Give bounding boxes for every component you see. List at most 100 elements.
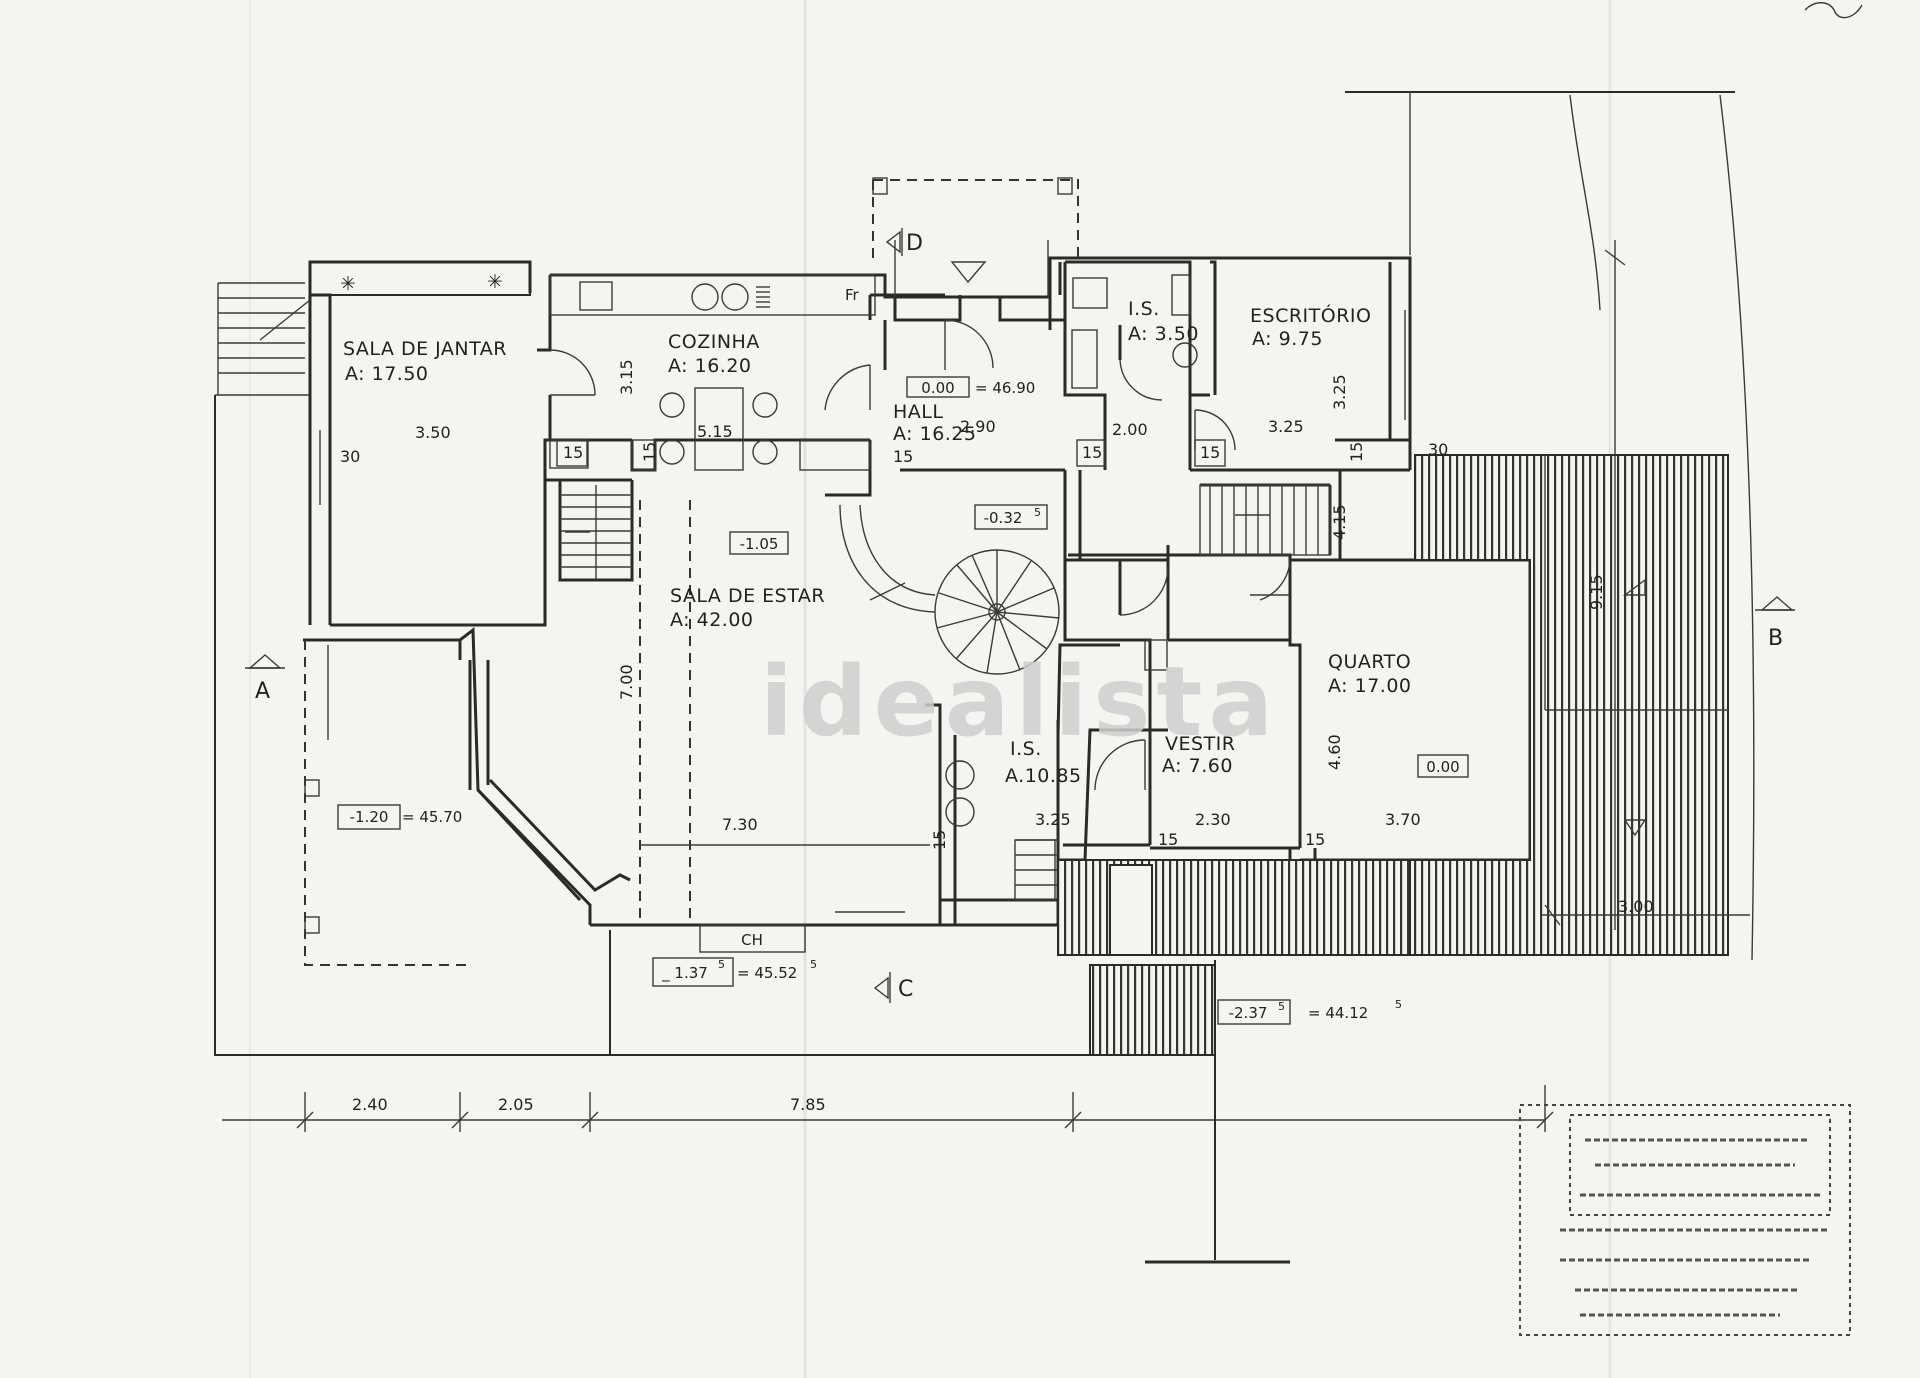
dim-esc-h: 3.25 [1330,374,1349,410]
fridge-label: Fr [845,286,860,304]
room-name-quarto: QUARTO [1328,651,1411,673]
staircase-escritorio [1199,484,1331,556]
room-area-is-top: A: 3.50 [1128,323,1199,345]
dim-415: 4.15 [1330,504,1349,540]
dim-estar-h: 7.00 [617,664,636,700]
dim-estar-w: 7.30 [722,815,758,834]
dim-right-w: 3.00 [1618,897,1654,916]
level-hall-abs: = 46.90 [975,379,1035,397]
bathtub-icon [1071,329,1098,389]
approval-stamp [1519,1104,1851,1336]
level-lower: -2.37 [1229,1004,1268,1022]
dim-esc-30: 30 [1428,440,1448,459]
dim-vestir-w: 2.30 [1195,810,1231,829]
room-name-is-top: I.S. [1128,298,1160,320]
level-entry-abs: = 45.52 [737,964,797,982]
chair-icon [752,439,778,465]
kitchen-fittings [549,274,876,471]
dim-15: 15 [1305,830,1325,849]
entrance-canopy [872,177,1079,297]
interior-dimensions: 3.50 30 3.15 5.15 2.90 2.00 3.25 3.25 30… [340,359,1654,916]
dim-15: 15 [1082,443,1102,462]
level-terrace-abs: = 45.70 [402,808,462,826]
room-name-escritorio: ESCRITÓRIO [1250,303,1371,327]
section-markers: A B C D [245,228,1795,1003]
plant-icon: ✳ [340,273,356,295]
balcony: ✳ ✳ [215,261,531,396]
level-entry-abs-sup: 5 [810,958,817,971]
room-name-cozinha: COZINHA [668,331,760,353]
hatched-deck [1057,454,1729,1056]
washbasin-icon [945,760,975,790]
section-a-arrow-icon [248,654,282,669]
dim-15: 15 [930,830,949,850]
watermark: idealista [760,646,1279,758]
section-d-arrow-icon [885,230,901,254]
dim-hall-w: 2.90 [960,417,996,436]
room-name-sala-jantar: SALA DE JANTAR [343,338,507,360]
level-estar: -1.05 [740,535,779,553]
level-entry: _ 1.37 [661,964,708,983]
bottom-dimension: 2.40 2.05 7.85 [222,1055,1554,1264]
dim-isb-w: 3.25 [1035,810,1071,829]
dim-table-w: 5.15 [697,422,733,441]
dining-table [694,387,744,471]
corner-scribble [1804,2,1863,19]
level-lower-abs: = 44.12 [1308,1004,1368,1022]
steps-entry-bottom [1015,839,1058,886]
fireplace: CH [699,924,806,953]
dim-15: 15 [1158,830,1178,849]
dim-bottom-1: 2.40 [352,1095,388,1114]
room-labels: SALA DE JANTAR A: 17.50 COZINHA A: 16.20… [343,286,1412,787]
level-lower-sup: 5 [1278,1000,1285,1013]
room-area-cozinha: A: 16.20 [668,355,752,377]
dim-15: 15 [563,443,583,462]
doors [549,319,1291,791]
dim-jantar-30: 30 [340,447,360,466]
wall-thickness-boxes [556,439,1226,471]
room-area-escritorio: A: 9.75 [1252,328,1323,350]
dim-jantar-w: 3.50 [415,423,451,442]
level-step: -0.32 [984,509,1023,527]
section-c-arrow-icon [873,976,889,1000]
room-area-quarto: A: 17.00 [1328,675,1412,697]
section-label-c: C [898,977,913,1002]
stove-burner-icon [691,283,719,311]
dim-right-h: 9.15 [1587,574,1606,610]
washbasin-icon [1072,277,1108,309]
dim-15: 15 [1347,442,1366,462]
room-area-is-bottom: A.10.85 [1005,765,1082,787]
room-area-sala-estar: A: 42.00 [670,609,754,631]
stove-burner-icon [721,283,749,311]
dim-quarto-h: 4.60 [1325,734,1344,770]
room-area-hall: A: 16.25 [893,423,977,445]
dim-is-w: 2.00 [1112,420,1148,439]
toilet-icon [1172,342,1198,368]
section-label-a: A [255,679,270,704]
dim-bottom-3: 7.85 [790,1095,826,1114]
plant-icon: ✳ [487,271,503,293]
level-markers: 0.00 = 46.90 -1.05 -0.32 5 0.00 -1.20 = … [337,376,1469,1025]
room-name-hall: HALL [893,401,943,423]
dim-bottom-2: 2.05 [498,1095,534,1114]
section-b-arrow-icon [1760,596,1794,611]
level-step-sup: 5 [1034,506,1041,519]
staircase-jantar [560,485,632,580]
level-terrace: -1.20 [350,808,389,826]
room-name-is-bottom: I.S. [1010,738,1042,760]
level-quarto: 0.00 [1426,758,1459,776]
bathroom-fittings [945,274,1198,901]
dim-15: 15 [1200,443,1220,462]
section-label-b: B [1768,626,1783,651]
toilet-icon [945,797,975,827]
chair-icon [659,392,685,418]
right-dimension-lines [1540,240,1750,930]
level-hall: 0.00 [921,379,954,397]
dim-esc-w: 3.25 [1268,417,1304,436]
dim-cozinha-h: 3.15 [617,359,636,395]
room-area-vestir: A: 7.60 [1162,755,1233,777]
level-entry-sup: 5 [718,958,725,971]
room-name-vestir: VESTIR [1165,733,1235,755]
chair-icon [659,439,685,465]
